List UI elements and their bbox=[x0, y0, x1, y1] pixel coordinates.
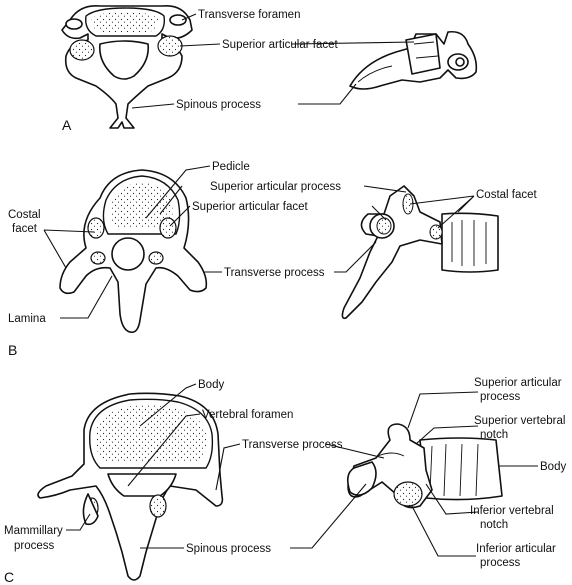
label-superior-articular-process-c-line2: process bbox=[480, 391, 521, 403]
label-transverse-process-b: Transverse process bbox=[224, 267, 325, 279]
leader-a-spinous-process bbox=[131, 83, 357, 109]
cervical-vertebra-superior-view bbox=[61, 4, 193, 129]
panel-b: Pedicle Superior articular process Super… bbox=[8, 161, 538, 358]
leader-transverse-process-b bbox=[204, 241, 377, 273]
label-superior-vertebral-notch-line2: notch bbox=[480, 429, 508, 441]
cervical-vertebra-lateral-view bbox=[349, 30, 478, 90]
label-body-right: Body bbox=[540, 461, 566, 473]
label-body-top: Body bbox=[198, 379, 224, 391]
leader-mammillary-process bbox=[66, 513, 91, 531]
label-spinous-process-c: Spinous process bbox=[186, 543, 271, 555]
leader-inferior-vertebral-notch bbox=[425, 483, 479, 515]
label-lamina: Lamina bbox=[8, 313, 46, 325]
leader-a-transverse-foramen bbox=[181, 13, 197, 21]
label-inferior-articular-process-line2: process bbox=[480, 557, 521, 569]
leader-vertebral-foramen bbox=[127, 413, 201, 487]
leader-superior-vertebral-notch bbox=[415, 425, 479, 445]
label-mammillary-line2: process bbox=[14, 540, 55, 552]
leader-costal-facet-right bbox=[409, 195, 475, 229]
panel-letter-a: A bbox=[62, 117, 72, 133]
label-superior-articular-process-b: Superior articular process bbox=[210, 181, 341, 193]
leader-body-top bbox=[139, 383, 197, 427]
label-superior-articular-facet-b: Superior articular facet bbox=[192, 201, 308, 213]
thoracic-vertebra-lateral-view bbox=[341, 185, 499, 320]
thoracic-vertebra-superior-view bbox=[59, 169, 208, 334]
label-superior-vertebral-notch-line1: Superior vertebral bbox=[474, 415, 565, 427]
panel-c: Body Vertebral foramen Transverse proces… bbox=[4, 377, 566, 585]
leader-superior-articular-facet-b bbox=[169, 205, 387, 227]
leader-inferior-articular-process bbox=[411, 505, 476, 557]
lumbar-vertebra-superior-view bbox=[37, 392, 224, 581]
label-vertebral-foramen: Vertebral foramen bbox=[202, 409, 293, 421]
leader-transverse-process-c bbox=[215, 443, 385, 491]
label-transverse-foramen: Transverse foramen bbox=[198, 9, 300, 21]
label-costal-facet-left-line1: Costal bbox=[8, 209, 41, 221]
label-costal-facet-right: Costal facet bbox=[476, 189, 538, 201]
label-pedicle: Pedicle bbox=[212, 161, 250, 173]
panel-a: Transverse foramen Superior articular fa… bbox=[61, 4, 478, 133]
label-spinous-process-a: Spinous process bbox=[176, 99, 261, 111]
leader-costal-facet-left bbox=[43, 229, 95, 269]
leader-spinous-process-c bbox=[140, 483, 367, 549]
label-inferior-articular-process-line1: Inferior articular bbox=[476, 543, 556, 555]
leader-pedicle bbox=[145, 165, 211, 219]
label-inferior-vertebral-notch-line1: Inferior vertebral bbox=[470, 505, 554, 517]
label-transverse-process-c: Transverse process bbox=[242, 439, 343, 451]
label-costal-facet-left-line2: facet bbox=[12, 223, 38, 235]
leader-a-superior-articular-facet bbox=[179, 41, 415, 47]
lumbar-vertebra-lateral-view bbox=[346, 423, 503, 509]
panel-letter-c: C bbox=[4, 569, 14, 585]
panel-letter-b: B bbox=[8, 342, 17, 358]
leader-lamina bbox=[60, 275, 113, 319]
label-superior-articular-facet-a: Superior articular facet bbox=[222, 39, 338, 51]
label-inferior-vertebral-notch-line2: notch bbox=[480, 519, 508, 531]
leader-superior-articular-process-c bbox=[407, 391, 479, 429]
label-superior-articular-process-c-line1: Superior articular bbox=[474, 377, 562, 389]
leader-superior-articular-process bbox=[159, 185, 407, 215]
label-mammillary-line1: Mammillary bbox=[4, 525, 63, 537]
